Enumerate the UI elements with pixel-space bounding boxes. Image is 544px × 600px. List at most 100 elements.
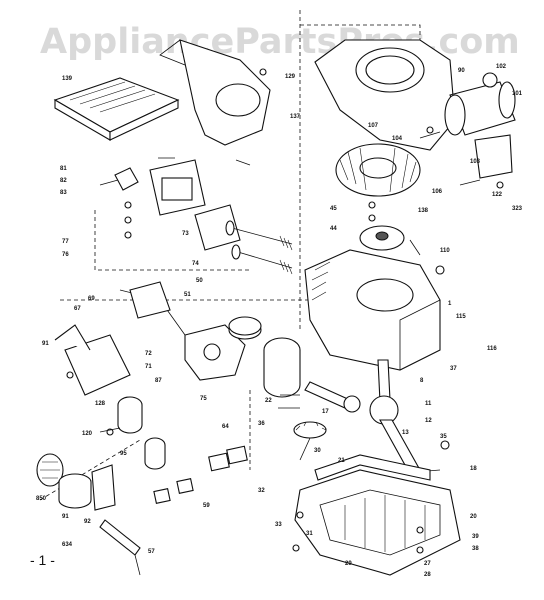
cam-gear [293, 421, 327, 461]
gasket [194, 204, 241, 251]
part-label-82: 82 [60, 178, 67, 184]
part-label-120: 120 [82, 431, 93, 437]
part-label-850: 850 [36, 496, 47, 502]
part-label-75: 75 [200, 396, 207, 402]
part-label-32: 32 [258, 488, 265, 494]
blower-housing [159, 39, 271, 146]
part-label-139: 139 [62, 76, 73, 82]
part-label-102: 102 [496, 64, 507, 70]
part-label-92: 92 [84, 519, 91, 525]
manual-book [53, 77, 180, 141]
part-label-122: 122 [492, 192, 503, 198]
part-label-35: 35 [440, 434, 447, 440]
part-label-72: 72 [145, 351, 152, 357]
part-labels: 139 129 137 90 102 101 103 122 323 107 1… [36, 64, 523, 578]
part-label-323: 323 [512, 206, 523, 212]
part-label-103: 103 [470, 159, 481, 165]
flywheel [335, 143, 421, 197]
guide-line [300, 24, 421, 40]
part-label-28: 28 [424, 572, 431, 578]
part-label-138: 138 [418, 208, 429, 214]
spark-plug [99, 167, 139, 191]
part-label-27: 27 [424, 561, 431, 567]
part-label-110: 110 [440, 248, 450, 254]
part-label-1: 1 [448, 301, 452, 307]
governor-plates [153, 445, 248, 504]
part-label-33: 33 [275, 522, 282, 528]
part-label-107: 107 [368, 123, 379, 129]
guide-line [94, 210, 250, 271]
part-label-69: 69 [88, 296, 95, 302]
valves [225, 220, 293, 275]
fill-tube [99, 519, 141, 576]
air-cleaner-body [91, 464, 116, 511]
starter-cup [359, 225, 405, 251]
piston-rings [228, 316, 262, 340]
part-label-12: 12 [425, 418, 432, 424]
part-label-45: 45 [330, 206, 337, 212]
part-label-76: 76 [62, 252, 69, 258]
part-label-115: 115 [456, 314, 466, 320]
part-label-137: 137 [290, 114, 301, 120]
part-label-17: 17 [322, 409, 329, 415]
connecting-rod [304, 381, 361, 413]
part-label-8: 8 [420, 378, 424, 384]
breather-plate [149, 159, 206, 216]
part-label-30: 30 [314, 448, 321, 454]
part-label-83: 83 [60, 190, 67, 196]
air-cleaner-cover [36, 453, 64, 487]
part-label-95: 95 [120, 451, 127, 457]
part-label-39: 39 [472, 534, 479, 540]
part-label-36: 36 [258, 421, 265, 427]
part-label-11: 11 [425, 401, 432, 407]
part-label-128: 128 [95, 401, 106, 407]
part-label-13: 13 [402, 430, 409, 436]
air-cleaner-element [58, 473, 92, 509]
carburetor [119, 281, 246, 381]
part-label-22: 22 [265, 398, 272, 404]
part-label-129: 129 [285, 74, 296, 80]
part-label-64: 64 [222, 424, 229, 430]
part-label-57: 57 [148, 549, 155, 555]
part-label-20: 20 [470, 514, 477, 520]
cylinder-block [304, 249, 441, 371]
part-label-101: 101 [512, 91, 523, 97]
part-label-106: 106 [432, 189, 443, 195]
part-label-38: 38 [472, 546, 479, 552]
oil-filler-cup [144, 437, 166, 470]
part-label-74: 74 [192, 261, 199, 267]
part-label-634: 634 [62, 542, 73, 548]
part-label-44: 44 [330, 226, 337, 232]
part-label-51: 51 [184, 292, 191, 298]
part-label-67: 67 [74, 306, 81, 312]
part-label-81: 81 [60, 166, 67, 172]
part-label-116: 116 [487, 346, 497, 352]
crankshaft [369, 359, 441, 475]
part-label-91: 91 [42, 341, 49, 347]
muffler-cylinder [117, 396, 143, 434]
guide-line [39, 439, 141, 501]
engine-base [294, 469, 461, 576]
page-marker: - 1 - [30, 552, 55, 568]
part-label-18: 18 [470, 466, 477, 472]
part-label-77: 77 [62, 239, 69, 245]
muffler [444, 72, 516, 179]
part-label-29: 29 [345, 561, 352, 567]
part-label-104: 104 [392, 136, 403, 142]
part-label-31: 31 [306, 531, 313, 537]
part-label-71: 71 [145, 364, 152, 370]
fuel-tank [54, 324, 131, 396]
part-label-87: 87 [155, 378, 162, 384]
part-label-91b: 91 [62, 514, 69, 520]
piston [263, 337, 301, 398]
part-label-50: 50 [196, 278, 203, 284]
fasteners [66, 68, 504, 554]
part-label-59: 59 [203, 503, 210, 509]
part-label-21: 21 [338, 458, 345, 464]
part-label-73: 73 [182, 231, 189, 237]
base-gasket [314, 454, 431, 481]
part-label-90: 90 [458, 68, 465, 74]
part-label-37: 37 [450, 366, 457, 372]
